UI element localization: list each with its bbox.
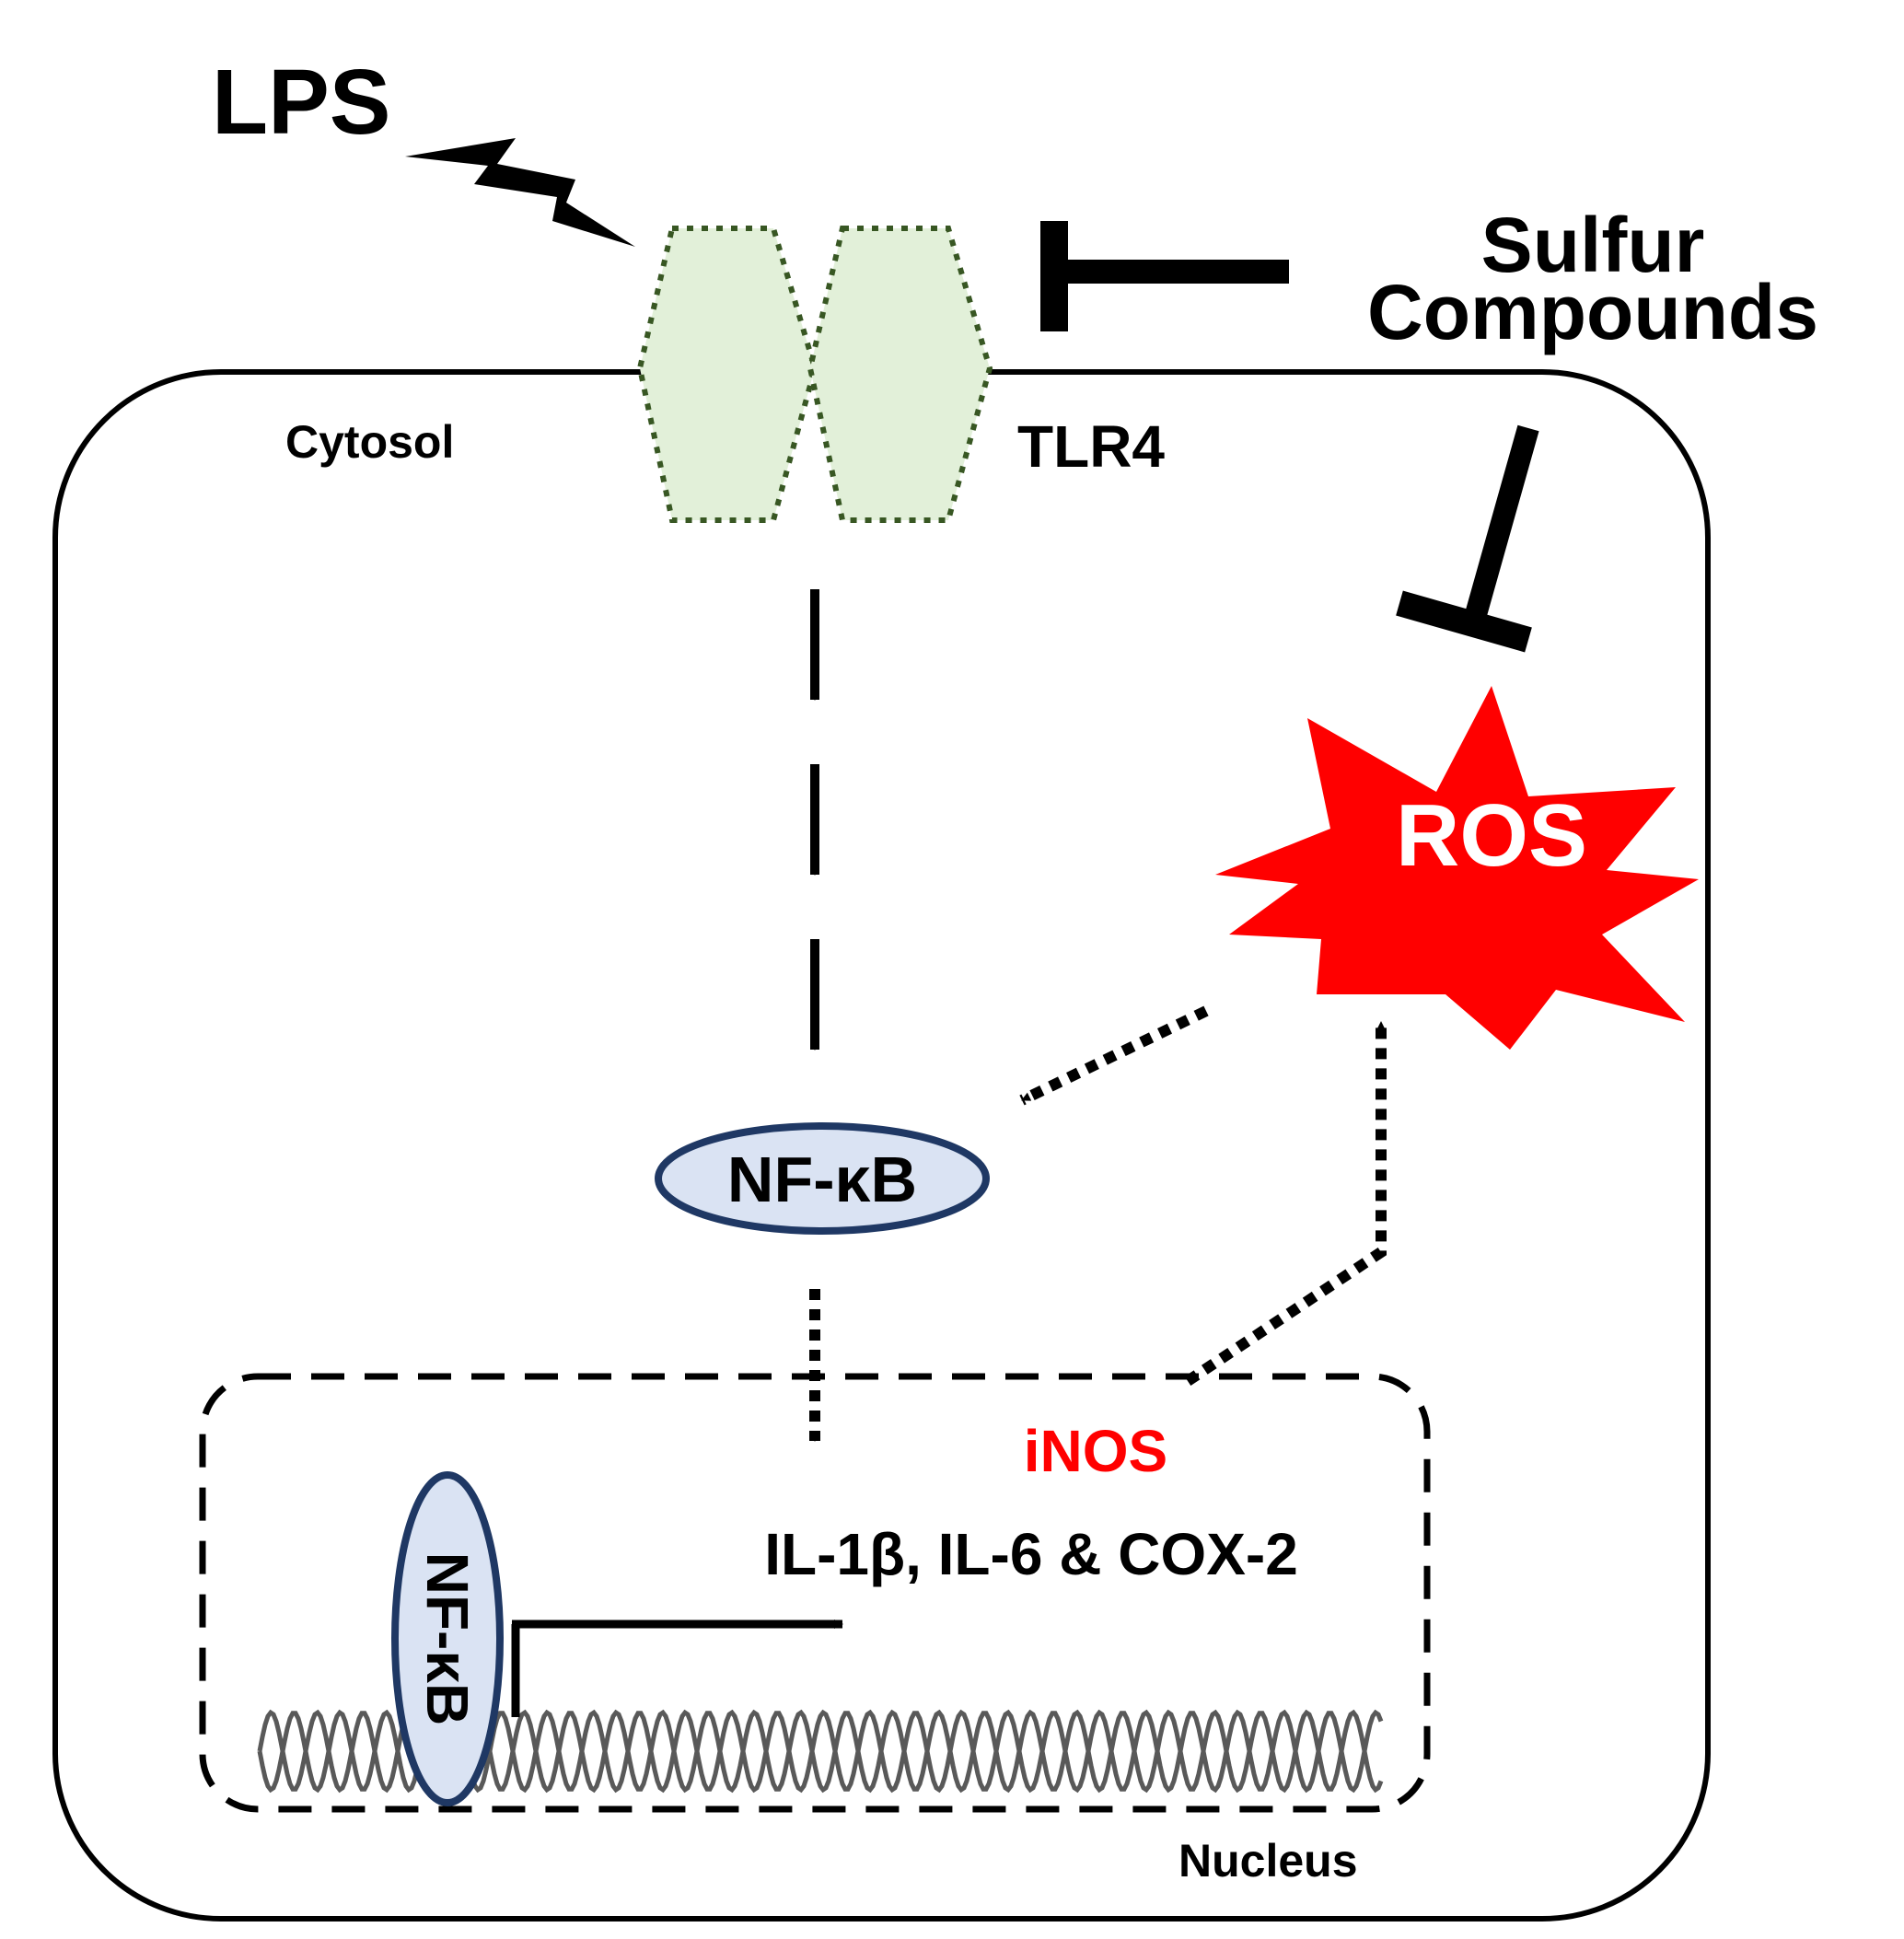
inos-to-ros-arrow	[1184, 1021, 1387, 1386]
inhibition-tlr4-symbol	[1040, 221, 1289, 331]
nucleus-label: Nucleus	[1178, 1835, 1358, 1887]
tlr4-subunit-left	[636, 226, 818, 523]
nfkb-nucleus-label: NF-κB	[414, 1552, 481, 1726]
tlr4-label: TLR4	[1017, 413, 1165, 480]
lps-label: LPS	[212, 51, 390, 154]
transcription-arrow	[511, 1620, 843, 1717]
inos-label: iNOS	[1024, 1418, 1167, 1484]
tlr4-receptor	[636, 226, 993, 523]
nfkb-cytosol-ellipse	[655, 1122, 990, 1235]
nfkb-cytosol-label: NF-κB	[727, 1144, 917, 1215]
tlr4-subunit-right	[807, 226, 993, 523]
nfkb-nucleus-ellipse	[391, 1471, 504, 1806]
ros-label: ROS	[1396, 786, 1587, 885]
sulfur-compounds-label-line1: Sulfur	[1481, 202, 1705, 288]
sulfur-compounds-label-line2: Compounds	[1367, 269, 1818, 355]
cytokines-label: IL-1β, IL-6 & COX-2	[764, 1521, 1298, 1587]
ros-to-nfkb-arrow	[1019, 1005, 1209, 1106]
ros-starburst	[1215, 686, 1699, 1050]
cytosol-label: Cytosol	[285, 416, 454, 468]
inhibition-ros-symbol	[1396, 424, 1539, 653]
lps-lightning-icon	[405, 138, 635, 247]
